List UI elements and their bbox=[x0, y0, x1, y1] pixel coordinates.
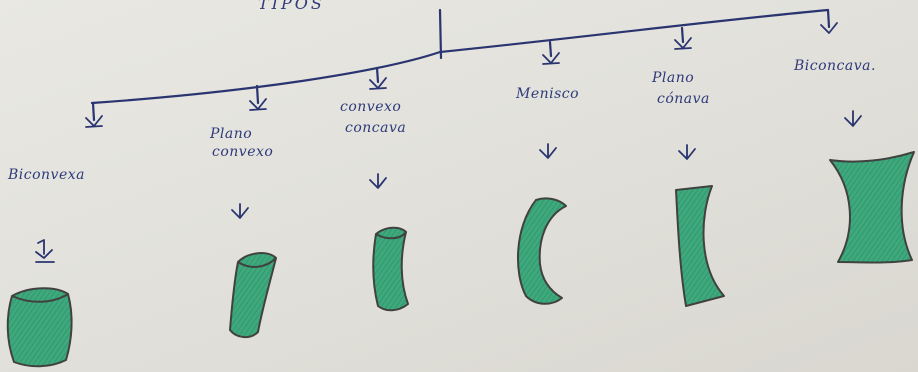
biconcava-lens bbox=[830, 152, 914, 263]
branch-biconcava bbox=[828, 10, 829, 27]
label-plano-convexo-line1: Plano bbox=[210, 126, 252, 142]
arrow-icon bbox=[36, 240, 54, 262]
tree-branch bbox=[92, 10, 828, 103]
branch-menisco bbox=[550, 42, 551, 56]
tree-trunk bbox=[440, 10, 441, 58]
label-plano-concava-line1: Plano bbox=[652, 70, 694, 86]
branch-convexo-concava bbox=[377, 68, 378, 82]
arrow-icon bbox=[845, 111, 861, 126]
label-plano-convexo-line2: convexo bbox=[212, 144, 273, 160]
arrow-icon bbox=[232, 204, 248, 218]
label-biconvexa: Biconvexa bbox=[8, 167, 85, 183]
label-convexo-concava-line1: convexo bbox=[340, 99, 401, 115]
convexo-concava-lens bbox=[373, 228, 408, 311]
label-convexo-concava-line2: concava bbox=[345, 120, 406, 136]
biconvexa-lens bbox=[8, 288, 72, 366]
label-plano-concava-line2: cónava bbox=[657, 91, 710, 107]
branch-plano-concava bbox=[682, 28, 683, 42]
branch-biconvexa bbox=[93, 103, 94, 120]
label-menisco: Menisco bbox=[516, 86, 579, 102]
arrow-icon bbox=[540, 144, 556, 158]
arrow-icon bbox=[679, 145, 695, 159]
menisco-lens bbox=[518, 198, 566, 303]
plano-concava-lens bbox=[676, 186, 724, 306]
arrow-icon bbox=[370, 174, 386, 188]
plano-convexo-lens bbox=[230, 253, 276, 337]
branch-plano-convexo bbox=[257, 86, 258, 103]
label-biconcava: Biconcava. bbox=[794, 58, 876, 74]
diagram-title-fragment: TIPOS bbox=[258, 0, 325, 13]
